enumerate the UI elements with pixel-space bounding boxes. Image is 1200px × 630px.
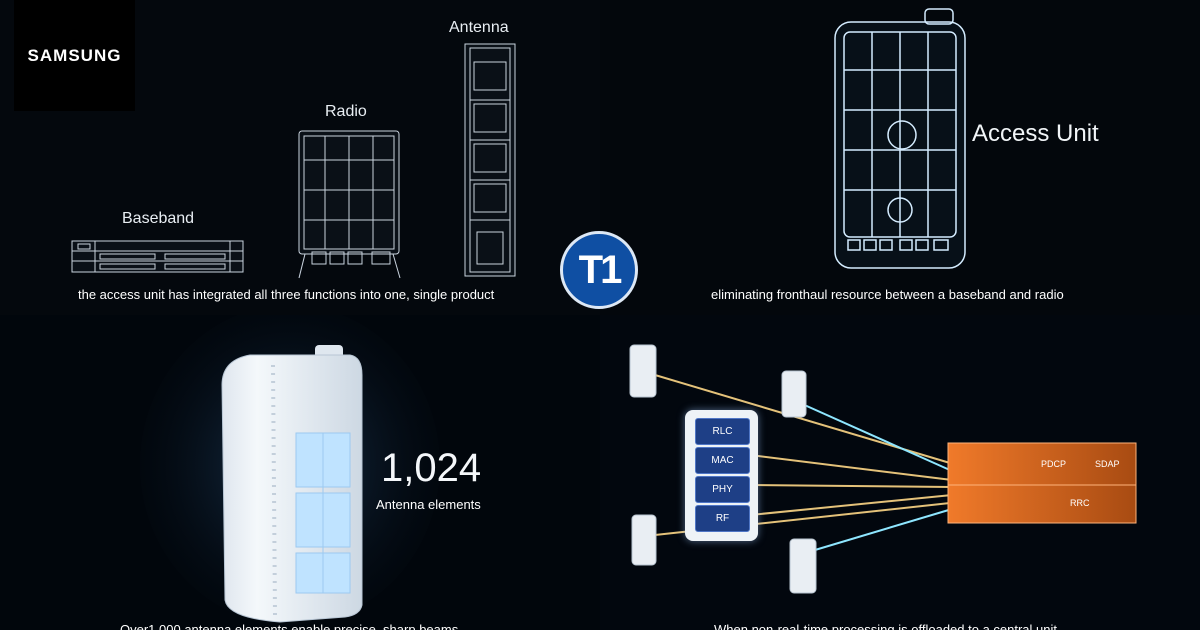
baseband-wireframe xyxy=(71,240,244,273)
layer-phy: PHY xyxy=(695,476,750,503)
t1-badge-logo: T1 xyxy=(560,231,638,309)
offload-diagram xyxy=(629,344,1137,594)
cu-label-sdap: SDAP xyxy=(1095,459,1120,469)
antenna-count: 1,024 xyxy=(381,446,482,490)
caption-beams: Over1,000 antenna elements enable precis… xyxy=(120,622,459,630)
label-antenna: Antenna xyxy=(449,19,509,36)
layer-rf: RF xyxy=(695,505,750,532)
access-unit-render xyxy=(140,315,440,625)
panel-traditional-units: SAMSUNG xyxy=(0,0,600,315)
panel-access-unit: Access Unit eliminating fronthaul resour… xyxy=(600,0,1200,315)
antenna-count-label: Antenna elements xyxy=(376,497,481,512)
central-unit-shape xyxy=(947,442,1137,524)
panel-antenna-elements: 1,024 Antenna elements Over1,000 antenna… xyxy=(0,315,600,630)
panel-central-unit: RLC MAC PHY RF PDCP SDAP RRC When non-re… xyxy=(600,315,1200,630)
label-baseband: Baseband xyxy=(122,210,195,227)
cu-label-pdcp: PDCP xyxy=(1041,459,1067,469)
cu-label-rrc: RRC xyxy=(1070,498,1090,508)
distributed-units xyxy=(629,344,817,594)
fronthaul-beams xyxy=(654,374,953,551)
caption-integration: the access unit has integrated all three… xyxy=(78,287,495,302)
access-unit-title: Access Unit xyxy=(972,120,1099,147)
unit-wireframes xyxy=(71,43,516,279)
label-radio: Radio xyxy=(325,103,367,120)
samsung-logo: SAMSUNG xyxy=(14,0,135,111)
caption-fronthaul: eliminating fronthaul resource between a… xyxy=(711,287,1064,302)
processing-stack: RLC MAC PHY RF xyxy=(685,410,758,541)
layer-mac: MAC xyxy=(695,447,750,474)
layer-rlc: RLC xyxy=(695,418,750,445)
antenna-wireframe xyxy=(464,43,516,277)
access-unit-wireframe xyxy=(834,8,966,269)
radio-wireframe xyxy=(298,130,401,279)
caption-offload: When non-real-time processing is offload… xyxy=(714,622,1058,630)
